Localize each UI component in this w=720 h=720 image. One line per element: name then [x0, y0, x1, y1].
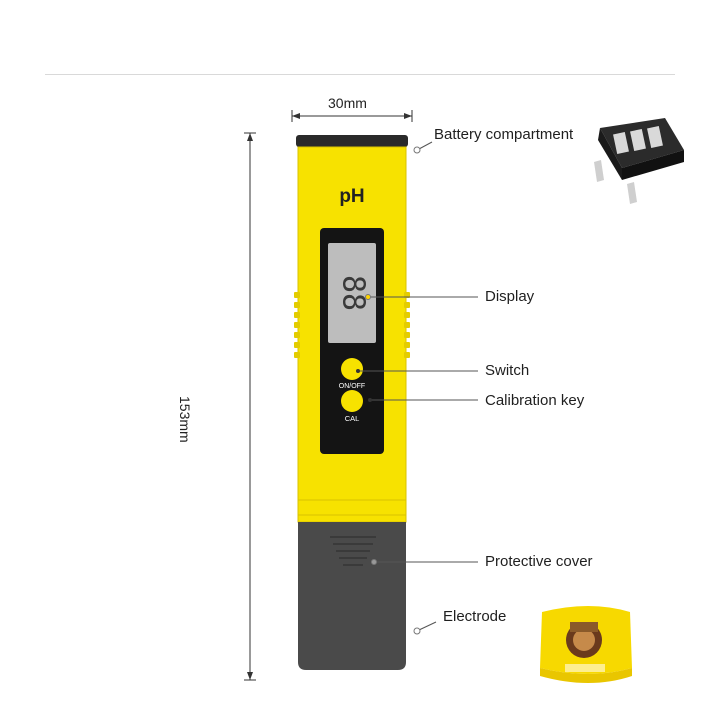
- cal-label: CAL: [345, 414, 360, 423]
- width-label: 30mm: [328, 95, 367, 111]
- switch-label: ON/OFF: [339, 383, 365, 390]
- cover-vent: [330, 536, 376, 566]
- protective-cover: [298, 522, 406, 670]
- width-dimension-line: [291, 110, 413, 122]
- brand-label: pH: [339, 186, 364, 207]
- leader-battery: [418, 141, 433, 150]
- callout-protective-cover: Protective cover: [485, 553, 593, 570]
- callout-battery-compartment: Battery compartment: [434, 126, 574, 143]
- electrode-inset-image: [540, 606, 632, 683]
- height-dimension-line: [244, 132, 256, 681]
- grip-ridges: [294, 292, 410, 358]
- height-label: 153mm: [177, 396, 193, 443]
- top-divider: [45, 74, 675, 75]
- leader-electrode: [418, 621, 437, 631]
- battery-cap: [296, 135, 408, 147]
- callout-display: Display: [485, 288, 535, 305]
- switch-button[interactable]: [341, 358, 363, 380]
- cal-button[interactable]: [341, 390, 363, 412]
- lcd-digits: 88: [336, 275, 371, 311]
- callout-calibration-key: Calibration key: [485, 392, 585, 409]
- battery-inset-image: [594, 118, 684, 204]
- callout-electrode: Electrode: [443, 608, 507, 625]
- callout-switch: Switch: [485, 362, 530, 379]
- lcd-screen: [328, 243, 376, 343]
